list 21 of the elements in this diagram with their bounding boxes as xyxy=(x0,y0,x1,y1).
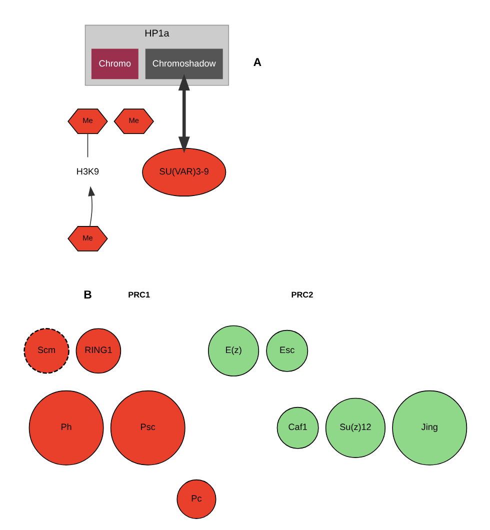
node-circle: Psc xyxy=(110,390,185,466)
connector xyxy=(86,133,88,158)
arrow xyxy=(88,186,95,227)
label: A xyxy=(252,57,262,70)
label: PRC2 xyxy=(290,290,313,300)
arrow xyxy=(178,74,190,154)
node-circle: Pc xyxy=(176,479,216,519)
node-circle: Jing xyxy=(392,390,467,466)
node-circle: Ph xyxy=(28,390,104,466)
label: B xyxy=(83,289,92,302)
node-circle: RING1 xyxy=(75,328,121,374)
node-circle: E(z) xyxy=(208,325,259,376)
node-circle: Esc xyxy=(266,330,308,372)
node-box: Chromoshadow xyxy=(144,48,222,80)
node-circle: Scm xyxy=(23,328,69,374)
node-text: H3K9 xyxy=(76,166,99,176)
node-ellipse: SU(VAR)3-9 xyxy=(142,148,226,196)
label: PRC1 xyxy=(128,290,150,300)
node-box: Chromo xyxy=(90,48,138,80)
node-circle: Su(z)12 xyxy=(324,398,386,458)
node-circle: Caf1 xyxy=(276,406,318,449)
